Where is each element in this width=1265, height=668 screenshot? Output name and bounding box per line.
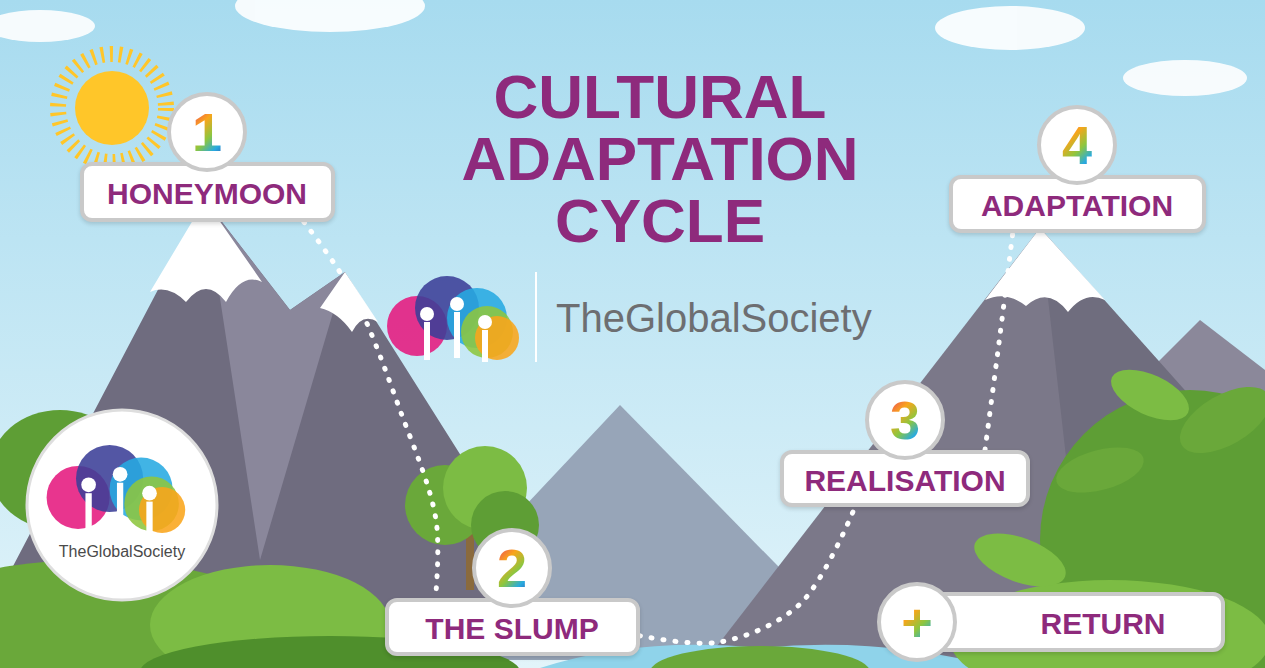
stage-name: REALISATION (804, 464, 1005, 498)
step-number: 1 (192, 102, 222, 162)
logo-wordmark: TheGlobalSociety (24, 543, 220, 561)
dotted-path (304, 222, 438, 598)
stage-name: THE SLUMP (425, 612, 598, 646)
logo-circle: TheGlobalSociety (24, 407, 220, 603)
stage-box: 4ADAPTATION (949, 175, 1206, 233)
number-circle: + (877, 582, 957, 662)
logo-wordmark: TheGlobalSociety (556, 296, 872, 341)
number-circle: 1 (167, 92, 247, 172)
circle-outline (24, 407, 220, 603)
logo-mark (387, 276, 519, 362)
number-circle: 3 (865, 380, 945, 460)
dotted-path (985, 233, 1013, 450)
step-number: 2 (497, 538, 527, 598)
dotted-path (640, 507, 856, 643)
number-circle: 4 (1037, 105, 1117, 185)
diagram-title: CULTURAL ADAPTATION CYCLE (425, 66, 895, 252)
stage-box: 1HONEYMOON (80, 162, 335, 222)
stage-box: 2THE SLUMP (385, 598, 640, 656)
step-number: + (901, 592, 933, 652)
stage-name: RETURN (1041, 607, 1166, 641)
stage-name: ADAPTATION (981, 189, 1173, 223)
stage-box: 3REALISATION (780, 450, 1030, 507)
step-number: 4 (1062, 115, 1092, 175)
stage-box: + RETURN (885, 592, 1225, 652)
stage-name: HONEYMOON (107, 177, 307, 211)
logo-mark (47, 445, 186, 535)
step-number: 3 (890, 390, 920, 450)
number-circle: 2 (472, 528, 552, 608)
